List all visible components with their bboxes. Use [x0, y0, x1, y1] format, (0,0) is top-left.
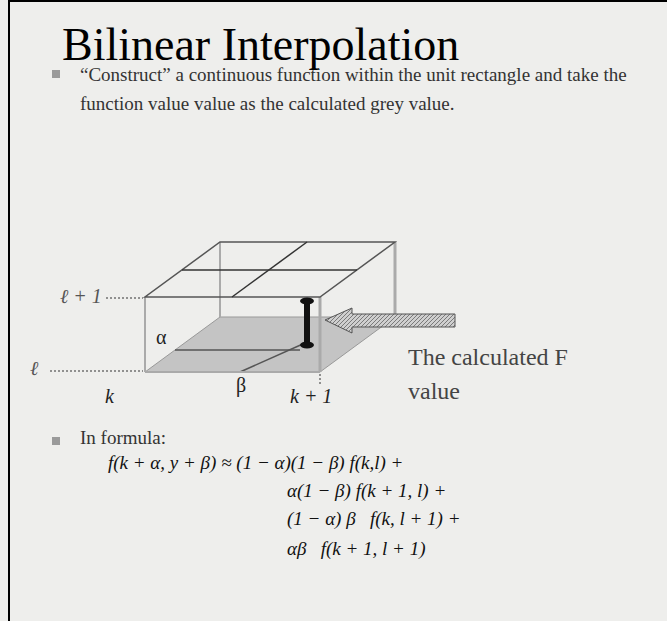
- axis-label: ℓ: [28, 357, 40, 380]
- axis-label: ℓ + 1: [58, 285, 104, 308]
- alpha-label: α: [156, 326, 166, 349]
- axis-label: k + 1: [290, 385, 332, 408]
- formula-line: α(1 − β) f(k + 1, l) +: [287, 480, 446, 502]
- axis-label: k: [105, 385, 114, 408]
- bullet-text: In formula:: [80, 427, 166, 449]
- callout-text: The calculated F value: [408, 340, 608, 408]
- slide-title: Bilinear Interpolation: [62, 18, 459, 71]
- formula-line: αβ f(k + 1, l + 1): [287, 538, 425, 560]
- bullet-mark: [52, 70, 60, 78]
- beta-label: β: [236, 374, 246, 397]
- formula-line: (1 − α) β f(k, l + 1) +: [287, 508, 460, 530]
- formula-line: f(k + α, y + β) ≈ (1 − α)(1 − β) f(k,l) …: [108, 452, 403, 474]
- bullet-mark: [52, 437, 60, 445]
- bullet-text: “Construct” a continuous function within…: [80, 60, 645, 118]
